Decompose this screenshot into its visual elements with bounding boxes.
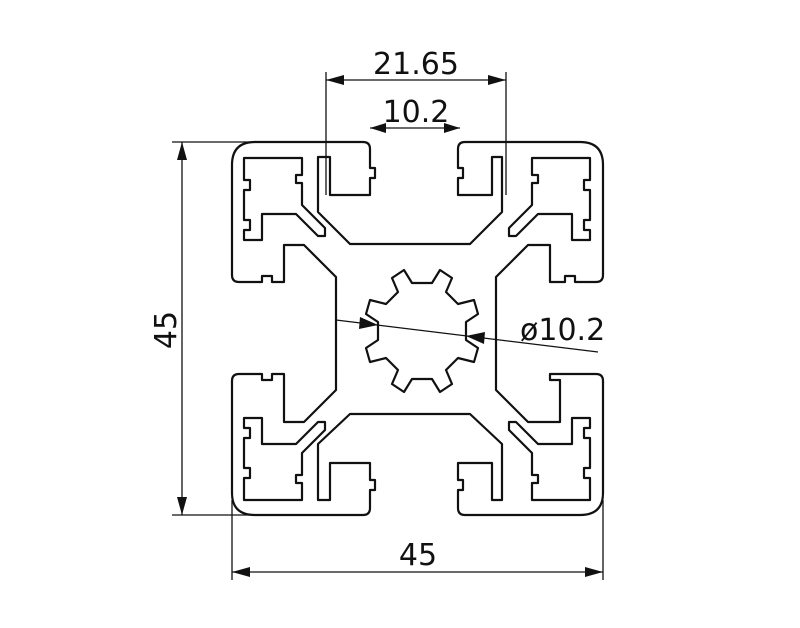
dimension-label-bore: ø10.2	[520, 313, 605, 348]
cavity-top-right	[507, 156, 592, 242]
profile-outline	[230, 140, 605, 517]
outer-contour	[230, 140, 605, 517]
dimension-label-slot-width: 21.65	[373, 47, 459, 82]
cavity-top-left	[242, 156, 327, 242]
dimension-label-width: 45	[399, 538, 437, 573]
dimension-height: 45	[149, 141, 250, 516]
center-bore	[364, 268, 480, 394]
dimension-bore: ø10.2	[335, 313, 605, 353]
dimension-slot-opening: 10.2	[370, 95, 460, 133]
dimension-slot-width: 21.65	[325, 47, 507, 195]
dimension-width: 45	[231, 500, 604, 580]
cavity-bottom-right	[507, 416, 592, 502]
cavity-bottom-left	[242, 416, 327, 502]
dimension-label-height: 45	[149, 311, 184, 349]
dimension-label-slot-opening: 10.2	[383, 95, 450, 130]
